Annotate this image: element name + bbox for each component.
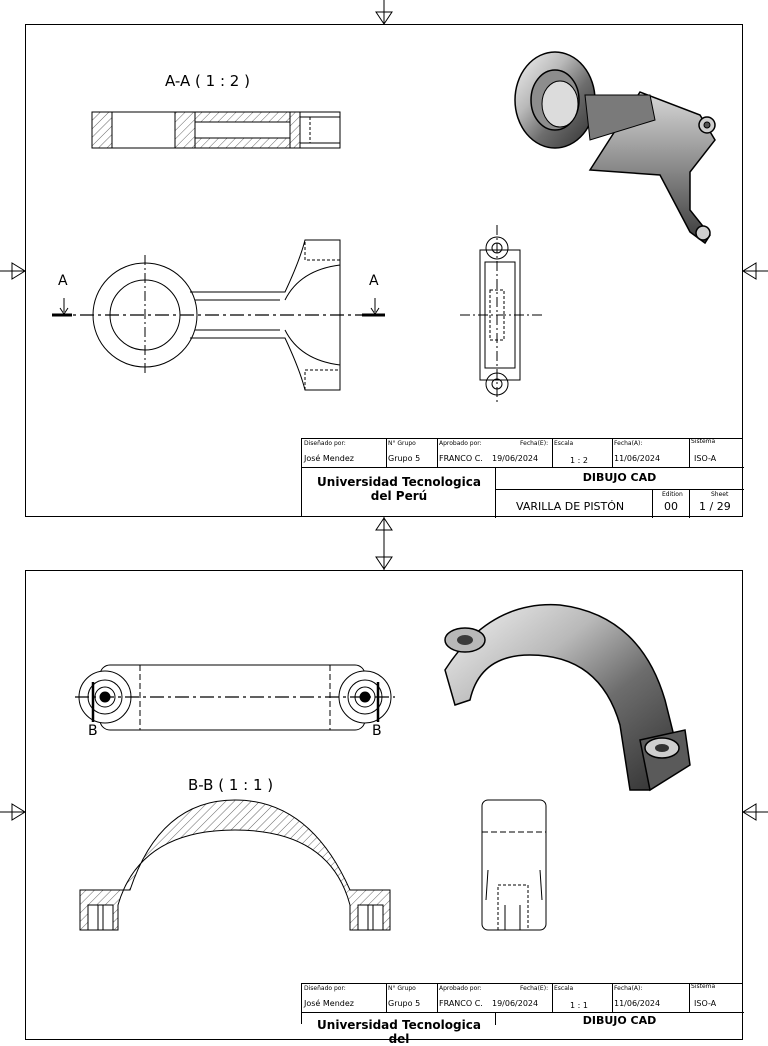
date-a-value: 11/06/2024	[614, 999, 661, 1008]
date-e-label: Fecha(E):	[520, 440, 549, 447]
approved-label: Aprobado por:	[439, 985, 482, 992]
group-value: Grupo 5	[388, 454, 421, 463]
group-label: N° Grupo	[388, 440, 416, 447]
system-label: Sistema	[691, 438, 716, 445]
date-e-value: 19/06/2024	[492, 999, 539, 1008]
date-a-label: Fecha(A):	[614, 985, 643, 992]
designed-by-value: José Mendez	[304, 999, 354, 1008]
cut-letter-a-right: A	[369, 273, 379, 289]
sheet-label: Sheet	[711, 491, 729, 498]
institution-name: Universidad Tecnologica del Perú	[317, 475, 481, 503]
system-label: Sistema	[691, 983, 716, 990]
edition-value: 00	[664, 500, 678, 513]
approved-label: Aprobado por:	[439, 440, 482, 447]
designed-by-label: Diseñado por:	[304, 440, 346, 447]
scale-value: 1 : 2	[570, 456, 588, 465]
system-value: ISO-A	[694, 999, 717, 1008]
approved-value: FRANCO C.	[439, 454, 483, 463]
group-value: Grupo 5	[388, 999, 421, 1008]
scale-label: Escala	[554, 440, 574, 447]
title-block-sheet-1: Diseñado por: José Mendez N° Grupo Grupo…	[301, 438, 744, 518]
drawing-title: DIBUJO CAD	[582, 1014, 657, 1027]
cut-letter-b-right: B	[372, 723, 382, 739]
sheet-value: 1 / 29	[699, 500, 731, 513]
edition-label: Edition	[662, 491, 683, 498]
cut-letter-a-left: A	[58, 273, 68, 289]
section-label-b-b: B-B ( 1 : 1 )	[188, 776, 274, 794]
designed-by-label: Diseñado por:	[304, 985, 346, 992]
section-label-a-a: A-A ( 1 : 2 )	[165, 72, 250, 90]
system-value: ISO-A	[694, 454, 717, 463]
institution-name: Universidad Tecnologica del	[317, 1018, 481, 1046]
date-a-value: 11/06/2024	[614, 454, 661, 463]
drawing-title: DIBUJO CAD	[582, 471, 657, 484]
part-name: VARILLA DE PISTÓN	[516, 500, 625, 513]
cut-letter-b-left: B	[88, 723, 98, 739]
date-e-label: Fecha(E):	[520, 985, 549, 992]
designed-by-value: José Mendez	[304, 454, 354, 463]
date-a-label: Fecha(A):	[614, 440, 643, 447]
date-e-value: 19/06/2024	[492, 454, 539, 463]
drawing-sheet-2	[25, 570, 743, 1040]
scale-value: 1 : 1	[570, 1001, 588, 1010]
title-block-sheet-2: Diseñado por: José Mendez N° Grupo Grupo…	[301, 983, 744, 1046]
scale-label: Escala	[554, 985, 574, 992]
group-label: N° Grupo	[388, 985, 416, 992]
approved-value: FRANCO C.	[439, 999, 483, 1008]
